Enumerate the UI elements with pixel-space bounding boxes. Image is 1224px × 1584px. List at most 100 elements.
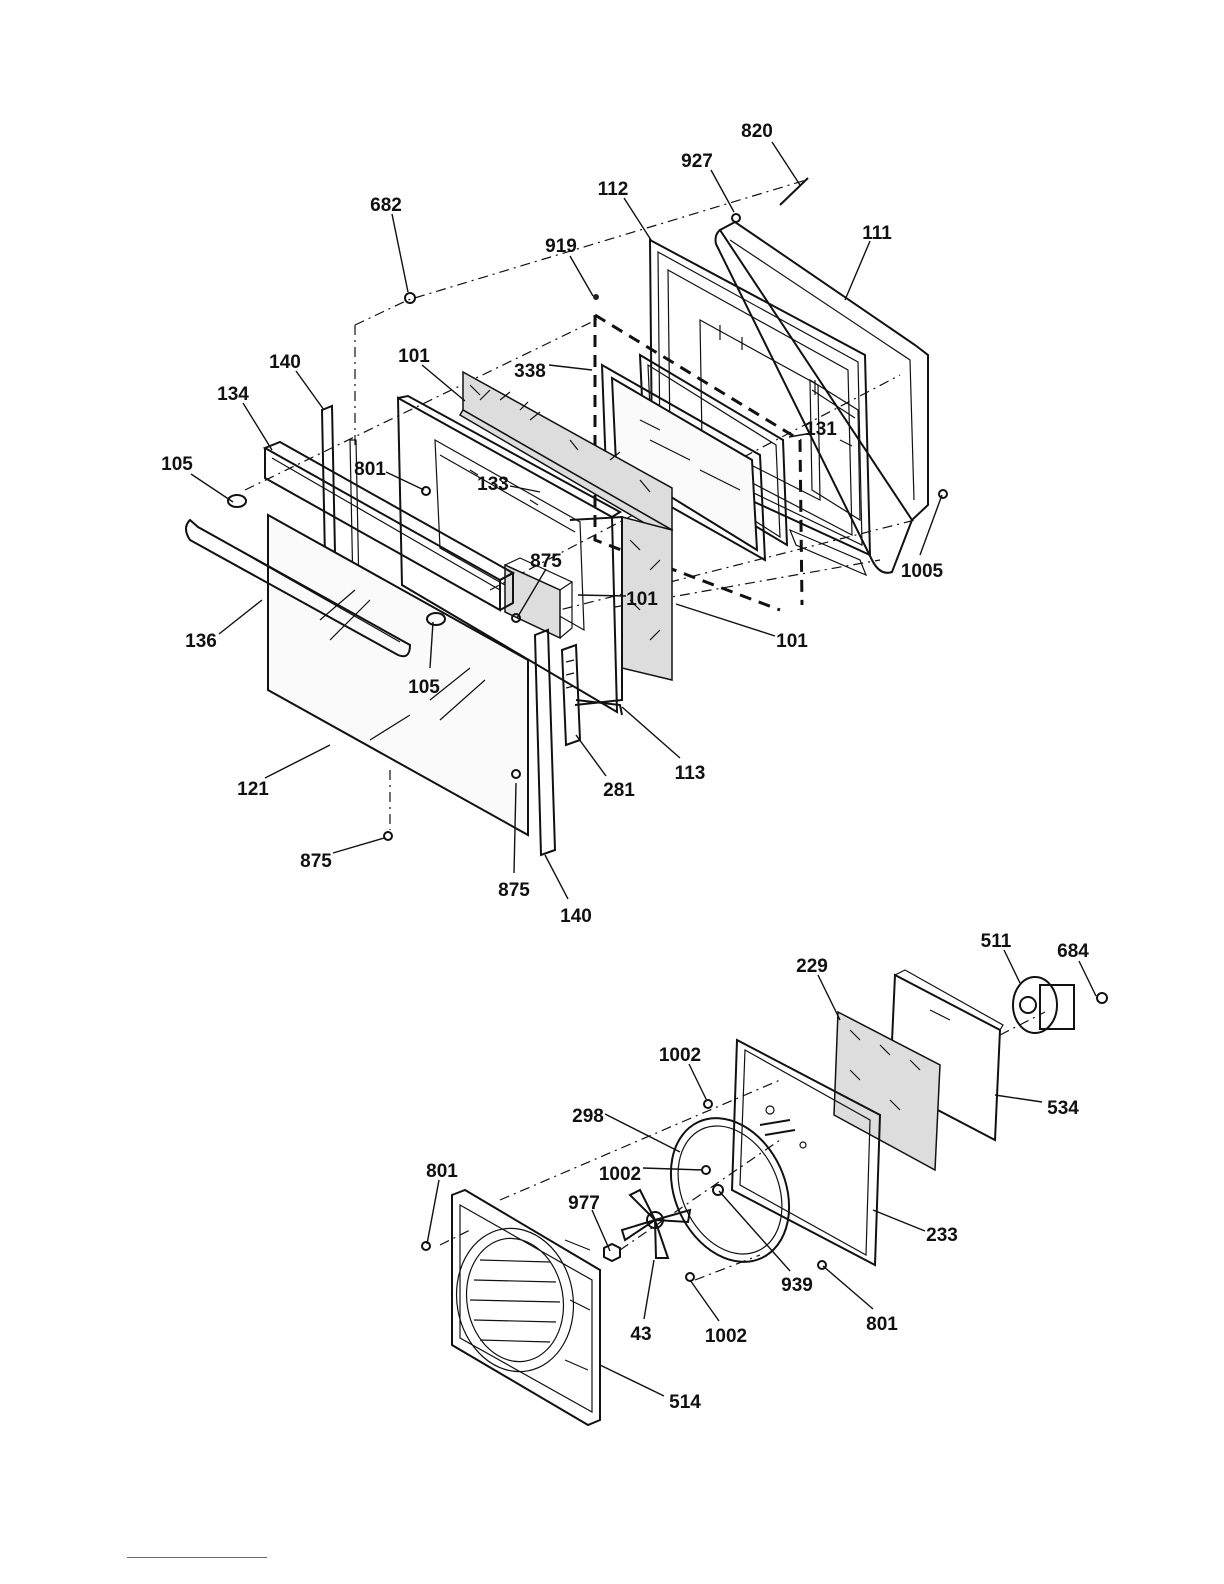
leader-line-977 <box>592 1210 610 1251</box>
part-number-label: 136 <box>185 631 217 652</box>
part-number-label: 939 <box>781 1275 813 1296</box>
part-977-nut <box>604 1244 620 1261</box>
leader-line-514 <box>600 1365 664 1396</box>
leader-line-43 <box>644 1260 654 1319</box>
part-number-label: 105 <box>408 677 440 698</box>
part-number-label: 820 <box>741 121 773 142</box>
blower-callouts: 511 684 229 1002 534 298 1002 801 977 233 939 801 43… <box>426 931 1096 1413</box>
leader-line-511 <box>1004 950 1020 983</box>
leader-line-233 <box>873 1210 925 1231</box>
part-number-label: 977 <box>568 1193 600 1214</box>
part-number-label: 121 <box>237 779 269 800</box>
blower-assembly <box>422 970 1107 1425</box>
leader-line-105 <box>191 474 233 502</box>
blower-hardware <box>422 993 1107 1281</box>
part-number-label: 229 <box>796 956 828 977</box>
part-number-label: 534 <box>1047 1098 1079 1119</box>
part-121-outer-glass <box>268 515 528 835</box>
leader-line-801 <box>823 1266 873 1309</box>
part-number-label: 298 <box>572 1106 604 1127</box>
footer-rule <box>127 1557 267 1558</box>
part-number-label: 105 <box>161 454 193 475</box>
part-number-label: 875 <box>498 880 530 901</box>
part-511-motor <box>1013 977 1074 1033</box>
part-140-right-trim <box>535 630 555 855</box>
part-number-label: 112 <box>598 179 629 200</box>
part-number-label: 233 <box>926 1225 958 1246</box>
part-281-hinge <box>562 645 622 745</box>
part-number-label: 133 <box>477 474 509 495</box>
leader-line-338 <box>549 365 592 370</box>
part-298-element-ring <box>648 1099 811 1281</box>
leader-line-534 <box>995 1095 1042 1102</box>
part-number-label: 511 <box>981 931 1012 952</box>
leader-line-140 <box>296 371 324 410</box>
part-684-screw <box>1097 993 1107 1003</box>
leader-line-801 <box>386 472 424 490</box>
leader-line-281 <box>576 735 606 776</box>
leader-line-134 <box>243 403 272 450</box>
part-number-label: 338 <box>514 361 546 382</box>
leader-line-919 <box>570 256 593 296</box>
part-43-fan-blade <box>622 1190 690 1258</box>
door-assembly <box>186 178 947 855</box>
part-number-label: 927 <box>681 151 713 172</box>
leader-line-682 <box>392 214 408 292</box>
part-801-screw-a <box>422 1242 430 1250</box>
part-number-label: 111 <box>862 223 892 244</box>
part-number-label: 1005 <box>901 561 944 582</box>
part-1002-screw-c <box>686 1273 694 1281</box>
part-number-label: 682 <box>370 195 402 216</box>
leader-line-820 <box>772 142 800 185</box>
leader-line-136 <box>219 600 262 634</box>
part-number-label: 140 <box>269 352 301 373</box>
part-229-insulation <box>834 1012 940 1170</box>
part-number-label: 131 <box>805 419 837 440</box>
part-number-label: 875 <box>530 551 562 572</box>
leader-line-1002 <box>643 1168 703 1170</box>
leader-line-111 <box>845 241 870 300</box>
leader-line-927 <box>711 170 734 212</box>
part-820-screw <box>780 178 808 205</box>
part-number-label: 101 <box>398 346 430 367</box>
part-number-label: 101 <box>626 589 658 610</box>
leader-line-140 <box>545 855 568 899</box>
leader-line-1005 <box>920 495 942 555</box>
part-1002-screw-a <box>704 1100 712 1108</box>
part-801-screw <box>422 487 430 495</box>
part-875-screw-b <box>384 832 392 840</box>
part-number-label: 801 <box>354 459 386 480</box>
part-number-label: 113 <box>675 763 706 784</box>
part-514-baffle <box>445 1190 600 1425</box>
part-number-label: 684 <box>1057 941 1089 962</box>
leader-line-121 <box>265 745 330 778</box>
part-number-label: 134 <box>217 384 249 405</box>
part-number-label: 875 <box>300 851 332 872</box>
part-number-label: 281 <box>603 780 635 801</box>
part-1002-screw-b <box>702 1166 710 1174</box>
part-number-label: 801 <box>426 1161 458 1182</box>
part-number-label: 101 <box>776 631 808 652</box>
leader-line-229 <box>818 975 840 1020</box>
part-682-screw <box>405 293 415 303</box>
part-number-label: 801 <box>866 1314 898 1335</box>
part-number-label: 1002 <box>705 1326 747 1347</box>
leader-line-1002 <box>689 1064 707 1101</box>
part-927-washer <box>732 214 740 222</box>
part-number-label: 919 <box>545 236 577 257</box>
part-number-label: 1002 <box>659 1045 701 1066</box>
part-number-label: 514 <box>669 1392 701 1413</box>
leader-line-1002 <box>690 1280 719 1321</box>
leader-line-801 <box>427 1180 439 1244</box>
leader-line-298 <box>605 1114 680 1152</box>
part-number-label: 43 <box>630 1324 651 1345</box>
leader-line-875 <box>333 838 384 853</box>
part-number-label: 1002 <box>599 1164 641 1185</box>
leader-line-684 <box>1079 961 1096 996</box>
leader-line-101 <box>676 604 775 636</box>
part-1005-screw <box>939 490 947 498</box>
door-hardware <box>228 178 947 840</box>
part-919-pin <box>593 294 599 300</box>
leader-line-113 <box>622 707 680 758</box>
